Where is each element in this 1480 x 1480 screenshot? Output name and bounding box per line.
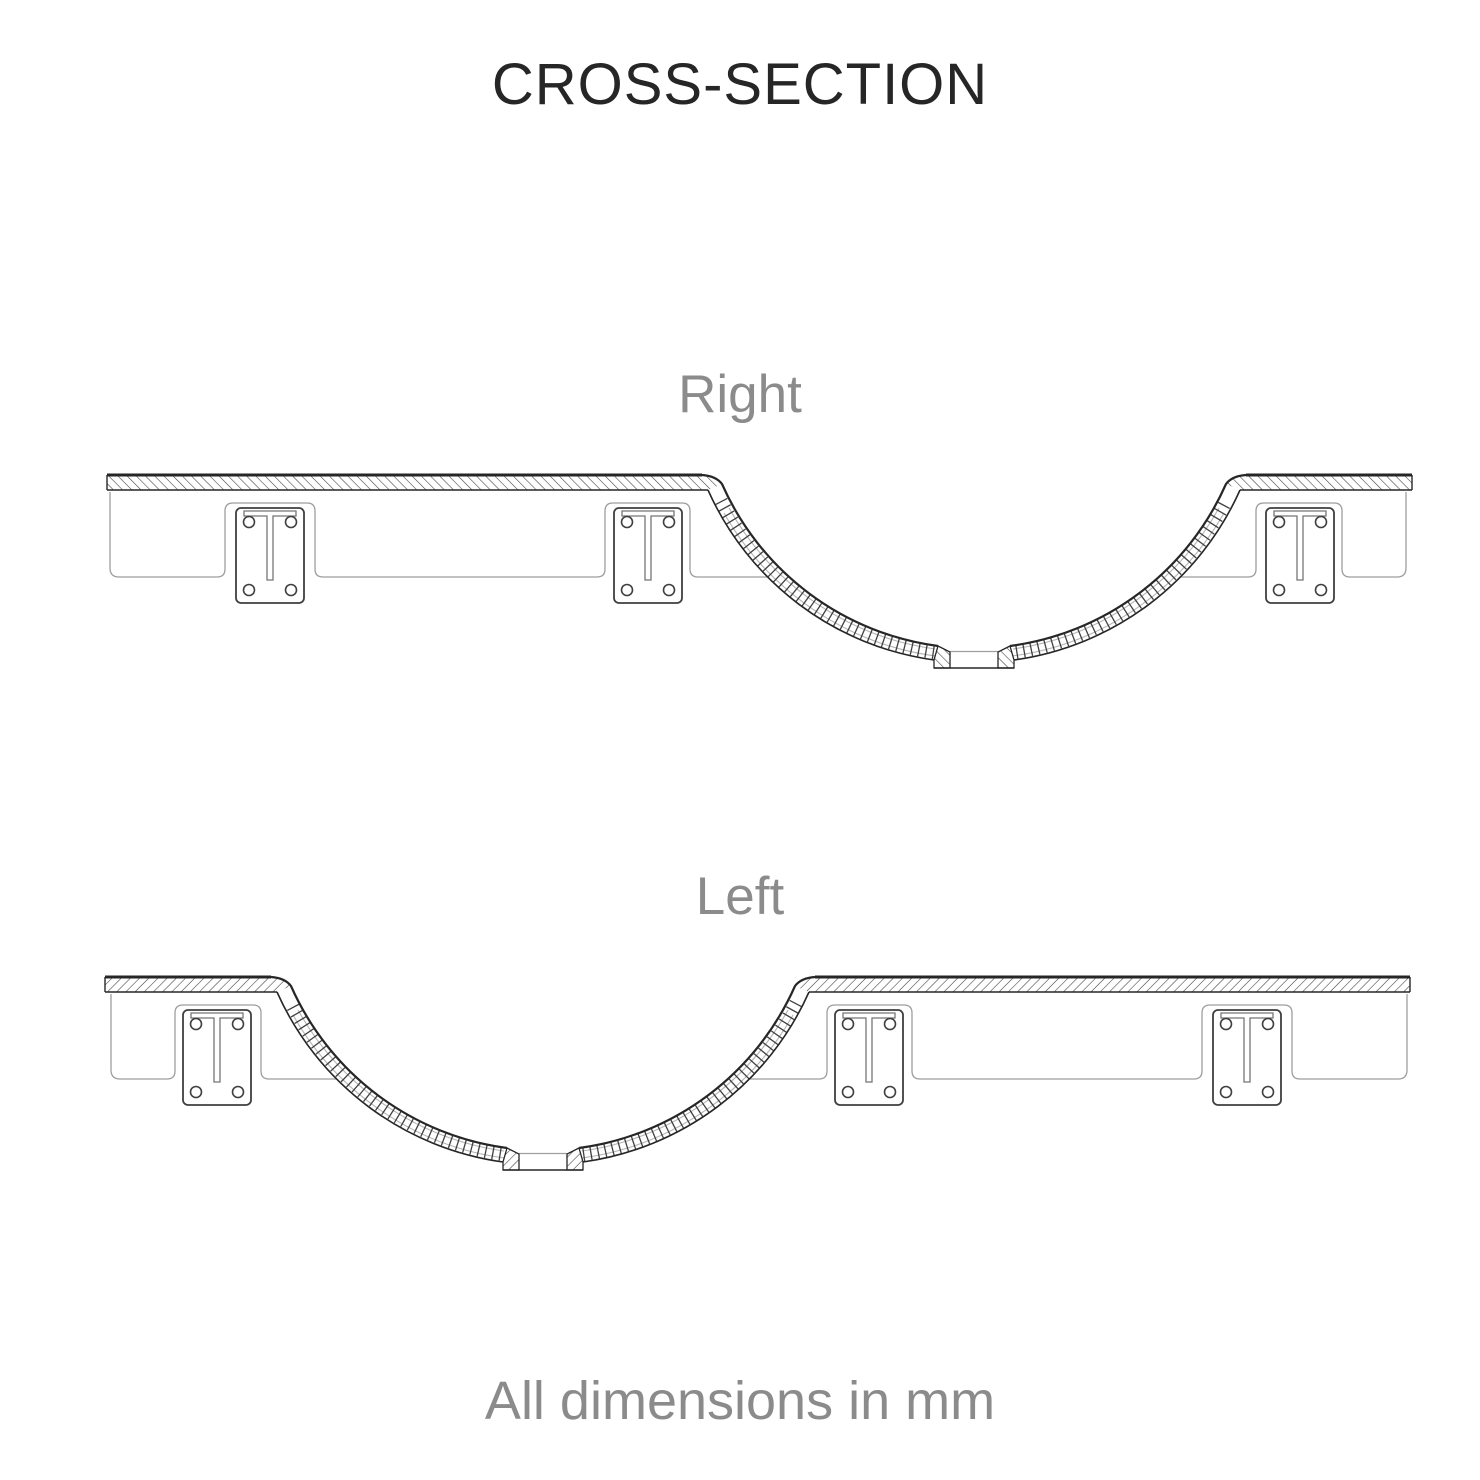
page-title: CROSS-SECTION [491, 52, 989, 117]
right-section-view [107, 475, 1412, 668]
footnote: All dimensions in mm [484, 1371, 996, 1431]
section-label-left: Left [695, 867, 785, 926]
section-label-right: Right [678, 365, 802, 424]
left-section-view [105, 977, 1410, 1170]
